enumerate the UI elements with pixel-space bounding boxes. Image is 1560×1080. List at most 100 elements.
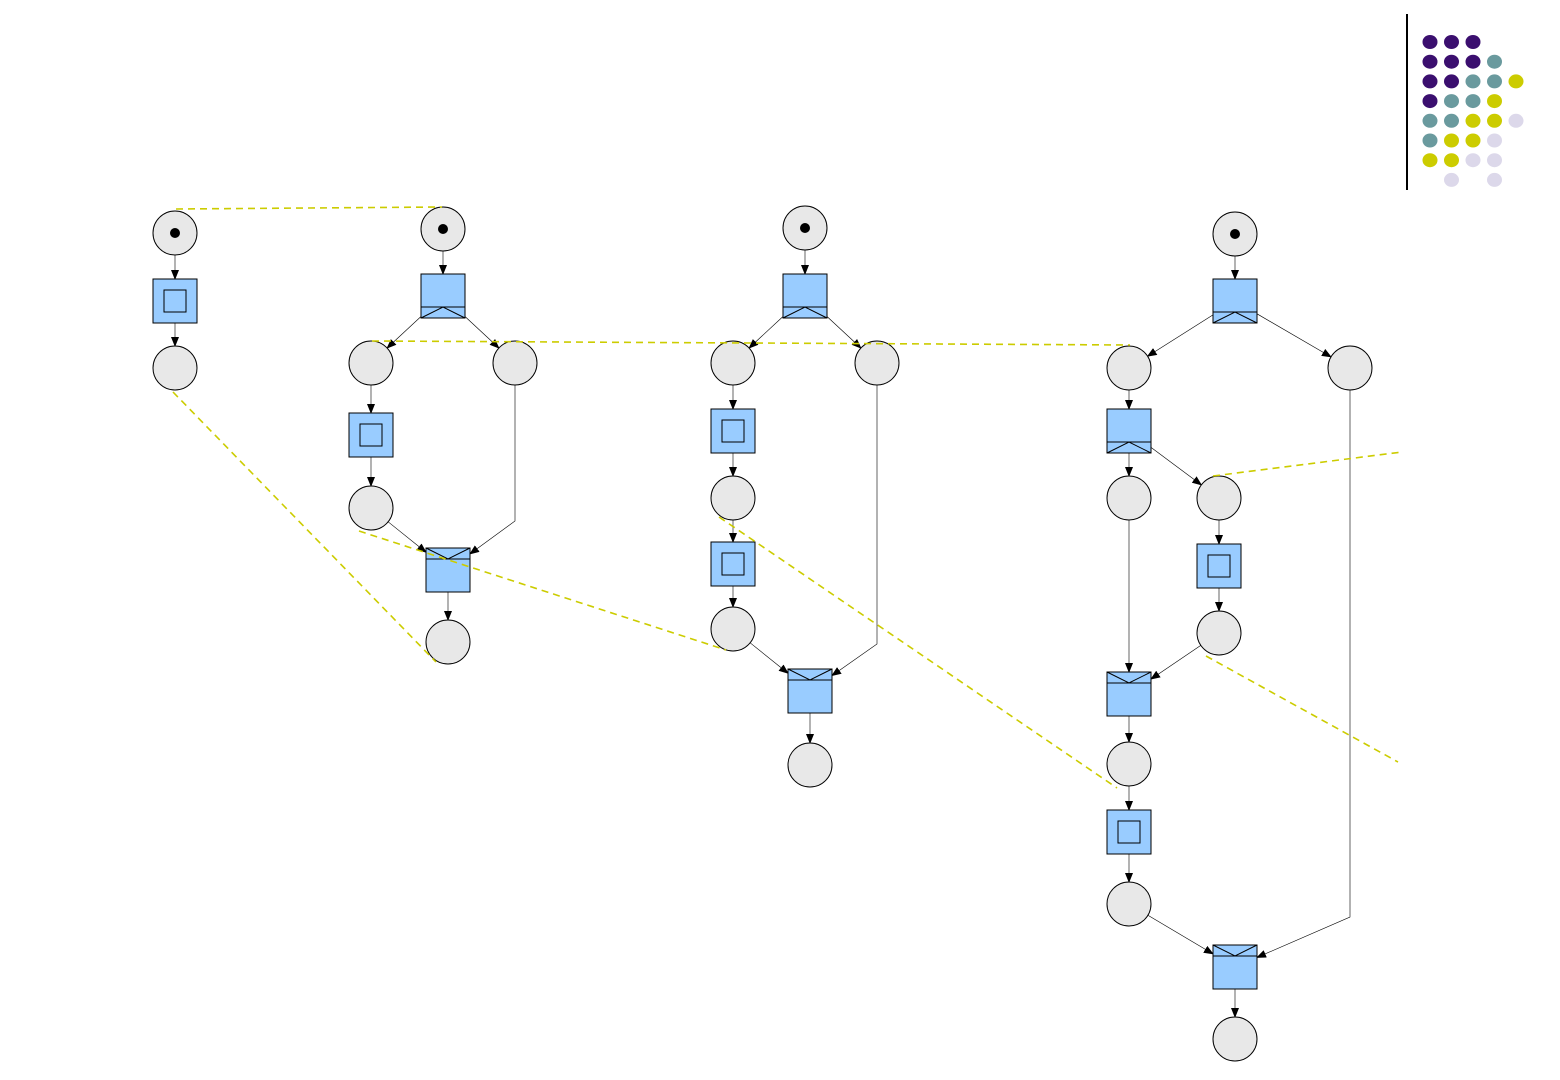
place-circle	[711, 341, 755, 385]
place-circle	[1197, 476, 1241, 520]
place-circle	[711, 607, 755, 651]
transition-box	[1107, 672, 1151, 716]
decoration-dot	[1466, 114, 1481, 128]
decoration-dot	[1444, 153, 1459, 167]
place	[1213, 1017, 1257, 1061]
place-circle	[855, 341, 899, 385]
token-dot	[800, 223, 810, 233]
arc-ds2-d5	[1151, 447, 1201, 484]
decoration-dot	[1423, 74, 1438, 88]
decoration-dot	[1444, 134, 1459, 148]
start-place	[1213, 212, 1257, 256]
arc-b3-bj	[470, 385, 515, 554]
place	[1107, 742, 1151, 786]
token-dot	[1230, 229, 1240, 239]
task-transition	[1107, 810, 1151, 854]
and-join-transition	[788, 669, 832, 713]
place-circle	[1107, 476, 1151, 520]
place-circle	[1107, 346, 1151, 390]
and-split-transition	[1107, 409, 1151, 453]
place	[711, 607, 755, 651]
token-dot	[438, 224, 448, 234]
and-join-transition	[1107, 672, 1151, 716]
place	[493, 341, 537, 385]
token-dot	[170, 228, 180, 238]
arc-cs-c2	[749, 316, 783, 348]
task-inner-square	[1118, 821, 1140, 843]
place-circle	[1107, 882, 1151, 926]
arc-b4-bj	[388, 522, 426, 552]
decoration-dot	[1487, 94, 1502, 108]
place-circle	[788, 743, 832, 787]
decoration-dot	[1487, 153, 1502, 167]
and-split-transition	[421, 274, 465, 318]
task-inner-square	[722, 553, 744, 575]
task-transition	[711, 409, 755, 453]
place-circle	[153, 346, 197, 390]
arc-c3-cj	[832, 385, 877, 676]
dot-grid-decoration-icon	[1407, 14, 1524, 190]
place	[349, 341, 393, 385]
transition-box	[421, 274, 465, 318]
decoration-dot	[1466, 55, 1481, 69]
decoration-dot	[1509, 114, 1524, 128]
place	[855, 341, 899, 385]
decoration-dot	[1487, 173, 1502, 187]
trace-line	[719, 517, 1117, 788]
start-place	[153, 211, 197, 255]
place	[426, 620, 470, 664]
decoration-dot	[1423, 55, 1438, 69]
decoration-dot	[1423, 94, 1438, 108]
arc-bs-b3	[465, 316, 499, 348]
and-split-transition	[1213, 279, 1257, 323]
place-circle	[1107, 742, 1151, 786]
place	[1107, 476, 1151, 520]
decoration-dot	[1423, 35, 1438, 49]
decoration-dot	[1423, 134, 1438, 148]
decoration-dot	[1423, 114, 1438, 128]
trace-line	[176, 207, 442, 209]
decoration-dot	[1444, 55, 1459, 69]
place-circle	[349, 486, 393, 530]
place	[349, 486, 393, 530]
place	[1107, 346, 1151, 390]
task-inner-square	[722, 420, 744, 442]
place-circle	[1328, 346, 1372, 390]
place-circle	[426, 620, 470, 664]
decoration-dot	[1444, 74, 1459, 88]
arc-d3-dj2	[1257, 390, 1350, 957]
place	[1197, 611, 1241, 655]
decoration-dot	[1487, 74, 1502, 88]
decoration-dot	[1444, 173, 1459, 187]
nodes-layer	[153, 206, 1372, 1061]
decoration-dot	[1444, 94, 1459, 108]
task-inner-square	[360, 424, 382, 446]
transition-box	[783, 274, 827, 318]
place	[711, 341, 755, 385]
task-inner-square	[164, 290, 186, 312]
decoration-dot	[1466, 94, 1481, 108]
decoration-dot	[1509, 74, 1524, 88]
decoration-dot	[1487, 134, 1502, 148]
decoration-dot	[1466, 134, 1481, 148]
decoration-dot	[1423, 153, 1438, 167]
place-circle	[1197, 611, 1241, 655]
trace-line	[372, 341, 1130, 345]
decoration-dot	[1487, 55, 1502, 69]
trace-line	[1206, 656, 1398, 762]
arc-ds1-d2	[1148, 315, 1213, 356]
arc-c5-cj	[750, 643, 788, 673]
task-transition	[349, 413, 393, 457]
place-circle	[711, 476, 755, 520]
place-circle	[349, 341, 393, 385]
arc-bs-b2	[387, 316, 421, 348]
arc-d6-dj1	[1151, 645, 1201, 679]
place-circle	[1213, 1017, 1257, 1061]
decoration-dot	[1466, 74, 1481, 88]
start-place	[783, 206, 827, 250]
transition-box	[788, 669, 832, 713]
place-circle	[493, 341, 537, 385]
place	[1197, 476, 1241, 520]
decoration-dot	[1466, 35, 1481, 49]
place	[1107, 882, 1151, 926]
